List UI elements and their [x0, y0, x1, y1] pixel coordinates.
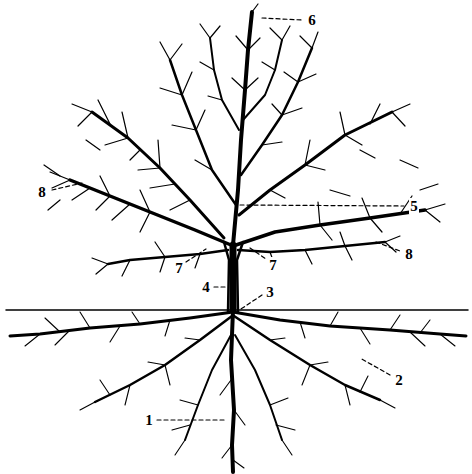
callout-number: 3 [265, 284, 275, 300]
callout-number: 2 [394, 372, 404, 388]
callout-number: 8 [37, 184, 47, 200]
leader-lines [52, 18, 404, 420]
callout-number: 1 [144, 412, 154, 428]
trunk-fill [230, 245, 237, 310]
callout-number: 5 [409, 198, 419, 214]
callout-number: 4 [201, 279, 211, 295]
crown-twigs [44, 4, 445, 276]
callout-number: 7 [268, 257, 278, 273]
root-twigs [25, 312, 455, 468]
callout-number: 8 [404, 246, 414, 262]
roots [10, 310, 466, 472]
callout-number: 6 [307, 12, 317, 28]
trunk [224, 242, 243, 312]
callout-number: 7 [174, 260, 184, 276]
